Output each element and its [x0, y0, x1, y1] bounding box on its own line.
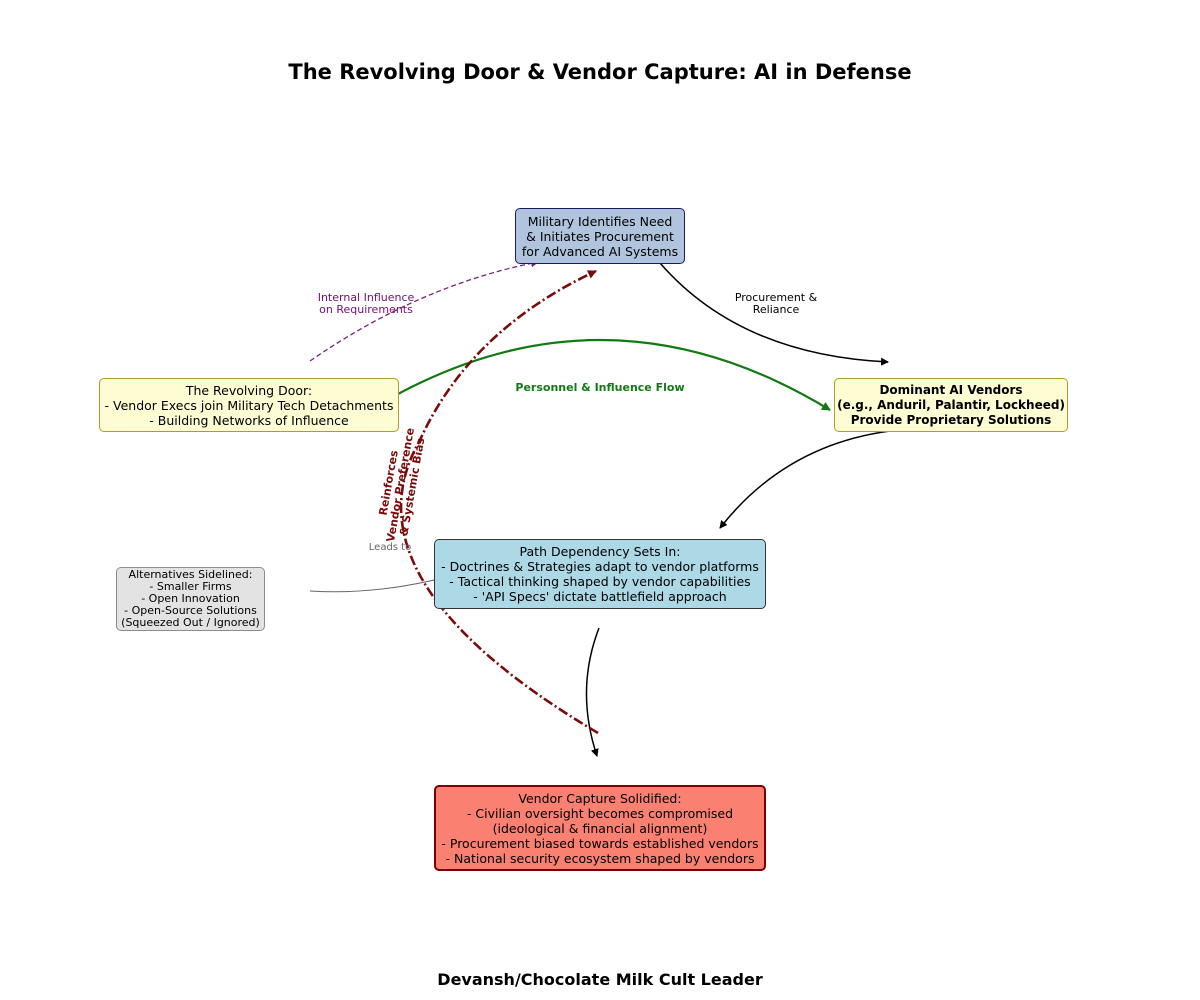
edge-procurement-reliance: [659, 262, 889, 366]
edge-personnel-flow: [369, 339, 831, 411]
node-vendor-capture: Vendor Capture Solidified: - Civilian ov…: [434, 785, 766, 871]
node-text-line: (ideological & financial alignment): [492, 820, 708, 836]
node-text-line: - National security ecosystem shaped by …: [445, 850, 755, 866]
edge-label-line: Procurement &: [734, 291, 818, 304]
node-text-line: Alternatives Sidelined:: [128, 568, 253, 581]
node-text-line: - Open Innovation: [141, 592, 240, 605]
edge-label-line: on Requirements: [319, 302, 413, 316]
node-text-line: - Tactical thinking shaped by vendor cap…: [449, 574, 751, 589]
node-text-line: Military Identifies Need: [527, 213, 673, 229]
node-path-dependency: Path Dependency Sets In: - Doctrines & S…: [434, 539, 766, 609]
node-military-procurement: Military Identifies Need & Initiates Pro…: [515, 208, 685, 264]
diagram-title: The Revolving Door & Vendor Capture: AI …: [288, 60, 912, 84]
node-text-line: - Building Networks of Influence: [149, 412, 349, 428]
node-text-line: Vendor Capture Solidified:: [518, 790, 682, 806]
node-text-line: for Advanced AI Systems: [521, 243, 679, 259]
edge-path-to-capture: [585, 627, 600, 757]
edge-vendors-to-path: [719, 430, 891, 529]
node-text-line: Path Dependency Sets In:: [519, 544, 681, 559]
node-alternatives-sidelined: Alternatives Sidelined: - Smaller Firms …: [116, 567, 265, 631]
node-text-line: (Squeezed Out / Ignored): [121, 616, 260, 629]
node-text-line: - Procurement biased towards established…: [441, 835, 759, 851]
edge-label-leads-to: Leads to: [368, 542, 412, 553]
node-text-line: (e.g., Anduril, Palantir, Lockheed): [837, 397, 1065, 412]
diagram-footer: Devansh/Chocolate Milk Cult Leader: [437, 970, 763, 989]
edge-label-line: Internal Influence: [317, 291, 415, 304]
node-text-line: - Open-Source Solutions: [124, 604, 257, 617]
node-text-line: & Initiates Procurement: [526, 228, 674, 244]
edge-label-internal-influence: Internal Influence on Requirements: [306, 292, 426, 315]
node-text-line: Provide Proprietary Solutions: [850, 412, 1052, 427]
node-text-line: - Doctrines & Strategies adapt to vendor…: [441, 559, 759, 574]
edge-label-line: Reliance: [752, 302, 800, 316]
edge-label-personnel-flow: Personnel & Influence Flow: [515, 381, 685, 394]
edge-label-procurement: Procurement & Reliance: [720, 292, 832, 315]
node-text-line: - Civilian oversight becomes compromised: [466, 805, 734, 821]
node-text-line: The Revolving Door:: [185, 382, 313, 398]
edge-reinforces-bias: [399, 269, 599, 735]
node-text-line: - 'API Specs' dictate battlefield approa…: [473, 589, 727, 604]
node-text-line: Dominant AI Vendors: [879, 382, 1023, 397]
node-text-line: - Smaller Firms: [149, 580, 232, 593]
node-text-line: - Vendor Execs join Military Tech Detach…: [104, 397, 394, 413]
node-dominant-vendors: Dominant AI Vendors (e.g., Anduril, Pala…: [834, 378, 1068, 432]
edge-internal-influence: [309, 259, 539, 362]
node-revolving-door: The Revolving Door: - Vendor Execs join …: [99, 378, 399, 432]
